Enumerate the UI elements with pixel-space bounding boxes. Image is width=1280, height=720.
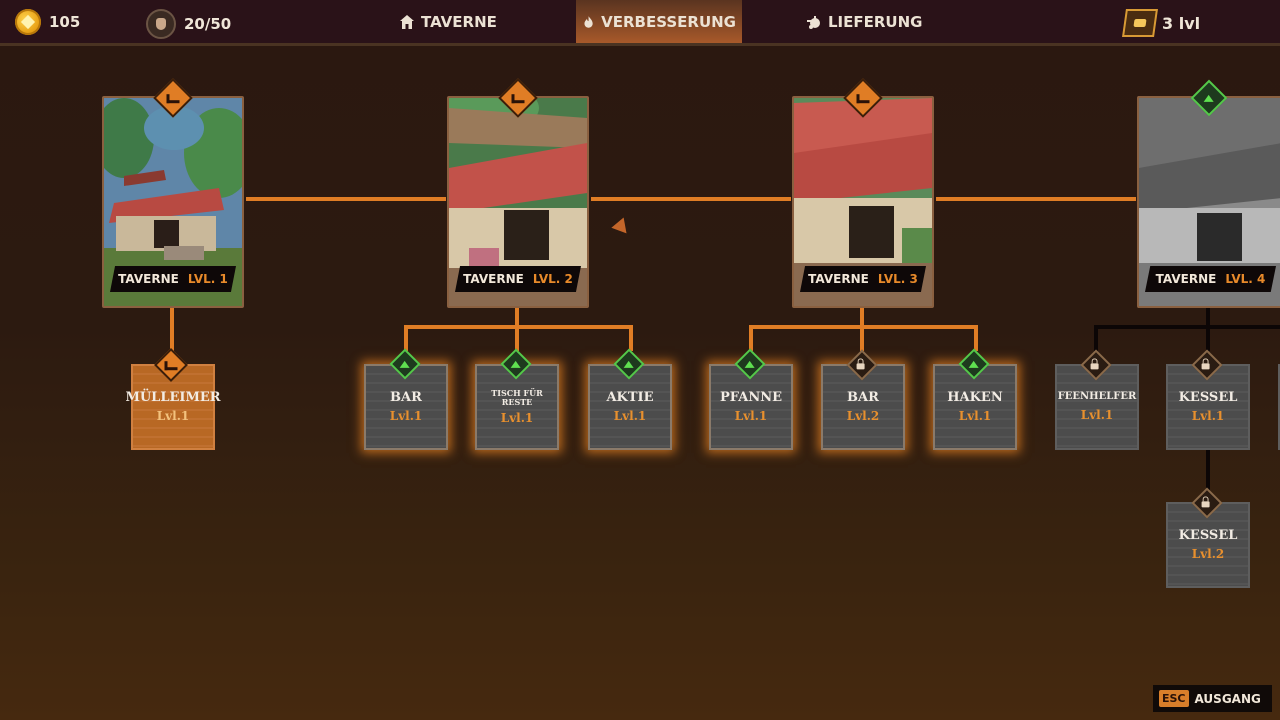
coin-counter: 105 bbox=[15, 9, 80, 35]
connector-line bbox=[629, 325, 633, 351]
tab-verbesserung[interactable]: VERBESSERUNG bbox=[576, 0, 742, 43]
connector-line bbox=[404, 325, 408, 351]
top-bar: 105 20/50 TAVERNE VERBESSERUNG LIEFERUNG… bbox=[0, 0, 1280, 46]
connector-line bbox=[246, 197, 446, 201]
player-level-text: 3 lvl bbox=[1162, 13, 1201, 33]
ticket-icon bbox=[1122, 9, 1158, 37]
tab-taverne[interactable]: TAVERNE bbox=[393, 0, 503, 43]
tab-lieferung[interactable]: LIEFERUNG bbox=[800, 0, 928, 43]
mouse-cursor-icon bbox=[611, 217, 633, 239]
tavern-card-lvl2[interactable]: TAVERNE LVL. 2 bbox=[447, 96, 589, 308]
connector-line bbox=[860, 325, 864, 351]
tavern-card-lvl1[interactable]: TAVERNE LVL. 1 bbox=[102, 96, 244, 308]
tavern-label: TAVERNE LVL. 3 bbox=[800, 266, 926, 292]
capacity-amount: 20/50 bbox=[184, 15, 232, 33]
connector-line-locked bbox=[1094, 325, 1098, 351]
connector-line bbox=[936, 197, 1136, 201]
connector-line bbox=[860, 306, 864, 328]
tavern-label: TAVERNE LVL. 2 bbox=[455, 266, 581, 292]
connector-line-locked bbox=[1206, 325, 1210, 351]
connector-line-locked bbox=[1206, 306, 1210, 328]
tavern-card-lvl3[interactable]: TAVERNE LVL. 3 bbox=[792, 96, 934, 308]
exit-button[interactable]: ESC AUSGANG bbox=[1153, 685, 1272, 712]
delivery-icon bbox=[807, 15, 820, 29]
coin-amount: 105 bbox=[49, 13, 81, 31]
weight-icon bbox=[146, 9, 176, 39]
connector-line bbox=[170, 306, 174, 362]
connector-line bbox=[974, 325, 978, 351]
flame-icon bbox=[584, 15, 593, 28]
connector-line bbox=[515, 306, 519, 328]
tavern-label: TAVERNE LVL. 4 bbox=[1145, 266, 1276, 292]
connector-line-locked bbox=[1206, 448, 1210, 492]
coin-icon bbox=[15, 9, 41, 35]
tavern-label: TAVERNE LVL. 1 bbox=[110, 266, 236, 292]
esc-key-badge: ESC bbox=[1159, 690, 1189, 707]
exit-label: AUSGANG bbox=[1194, 691, 1261, 706]
upgrade-bar-2[interactable]: BAR Lvl.2 bbox=[821, 364, 905, 450]
upgrade-pfanne[interactable]: PFANNE Lvl.1 bbox=[709, 364, 793, 450]
connector-line bbox=[591, 197, 791, 201]
house-icon bbox=[400, 14, 414, 29]
upgrade-offscreen bbox=[1278, 364, 1280, 450]
player-level: 3 lvl bbox=[1122, 9, 1201, 37]
connector-line bbox=[515, 325, 519, 351]
tavern-card-lvl4[interactable]: TAVERNE LVL. 4 bbox=[1137, 96, 1280, 308]
capacity-counter: 20/50 bbox=[146, 9, 231, 39]
connector-line bbox=[749, 325, 753, 351]
connector-line-locked bbox=[1094, 325, 1280, 329]
